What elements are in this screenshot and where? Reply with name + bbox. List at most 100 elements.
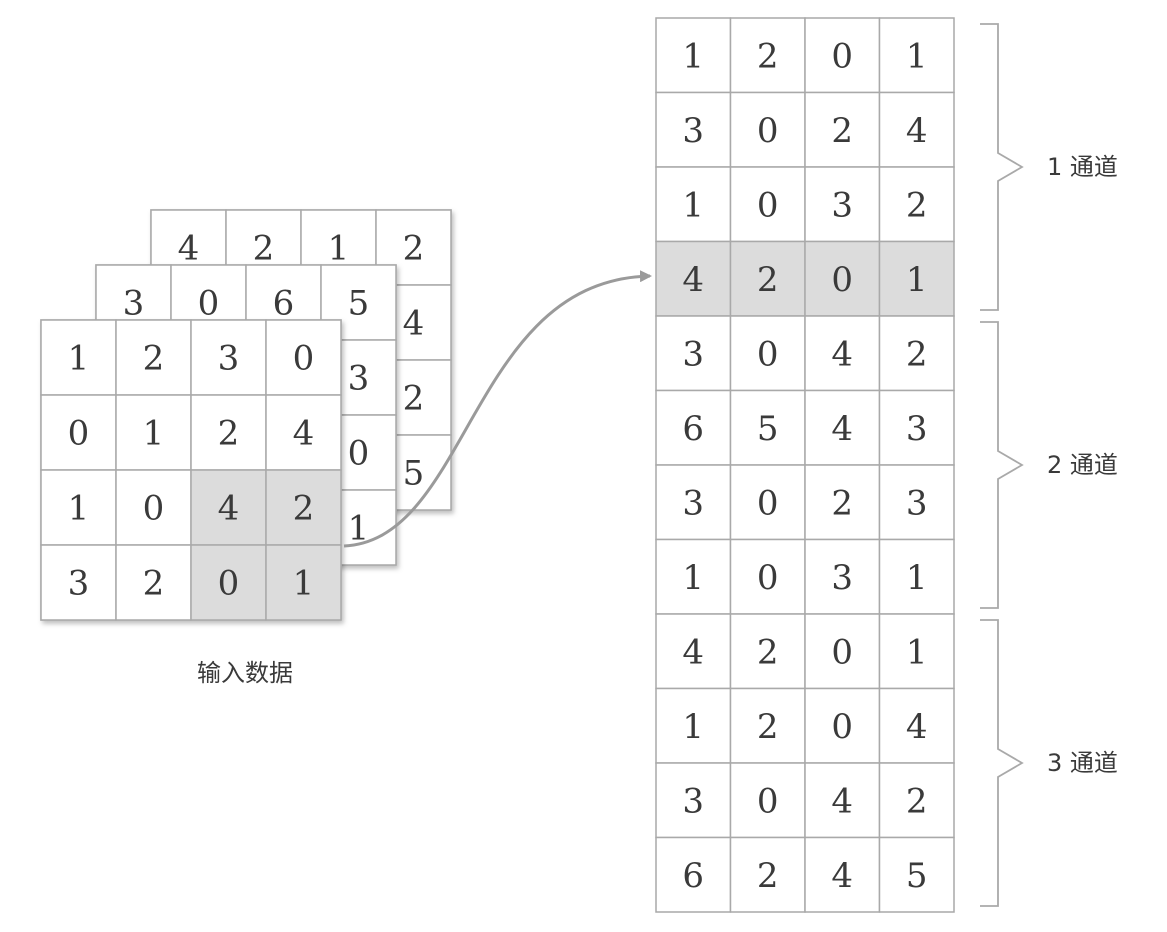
output-cell bbox=[878, 836, 955, 913]
channel-brace bbox=[980, 619, 1024, 907]
output-cell bbox=[655, 762, 732, 839]
input-front-value: 1 bbox=[143, 414, 165, 454]
input-back-value: 1 bbox=[328, 229, 350, 269]
channel-braces: 1 通道2 通道3 通道 bbox=[980, 23, 1118, 907]
output-cell bbox=[729, 687, 806, 764]
output-cell bbox=[729, 538, 806, 615]
output-cell bbox=[804, 389, 881, 466]
input-front-value: 2 bbox=[143, 339, 165, 379]
input-front-cell bbox=[265, 394, 342, 471]
input-front-value: 0 bbox=[68, 414, 90, 454]
input-front-cell bbox=[265, 319, 342, 396]
input-mid-value: 3 bbox=[348, 359, 370, 399]
input-front-value: 1 bbox=[68, 489, 90, 529]
output-cell bbox=[804, 240, 881, 317]
output-value: 1 bbox=[682, 707, 704, 747]
input-front-value: 4 bbox=[218, 489, 240, 529]
output-value: 4 bbox=[831, 409, 853, 449]
output-cell bbox=[804, 166, 881, 243]
output-value: 4 bbox=[831, 334, 853, 374]
input-front-value: 2 bbox=[143, 564, 165, 604]
output-cell bbox=[804, 687, 881, 764]
input-front-value: 0 bbox=[218, 564, 240, 604]
input-mid-value: 5 bbox=[348, 284, 370, 324]
output-cell bbox=[655, 836, 732, 913]
output-value: 2 bbox=[757, 707, 779, 747]
output-value: 4 bbox=[831, 856, 853, 896]
output-value: 3 bbox=[906, 483, 928, 523]
input-mid-value: 0 bbox=[198, 284, 220, 324]
output-value: 5 bbox=[757, 409, 779, 449]
output-value: 1 bbox=[682, 36, 704, 76]
channel-brace bbox=[980, 321, 1024, 609]
output-value: 2 bbox=[906, 334, 928, 374]
output-cell bbox=[878, 464, 955, 541]
input-front-cell bbox=[40, 319, 117, 396]
input-front-cell bbox=[40, 544, 117, 621]
output-value: 0 bbox=[757, 781, 779, 821]
output-value: 2 bbox=[757, 632, 779, 672]
output-cell bbox=[804, 836, 881, 913]
input-front-cell bbox=[265, 469, 342, 546]
output-value: 2 bbox=[906, 781, 928, 821]
output-value: 1 bbox=[682, 185, 704, 225]
input-front-cell bbox=[115, 394, 192, 471]
input-front-value: 1 bbox=[68, 339, 90, 379]
output-value: 2 bbox=[757, 260, 779, 300]
output-cell bbox=[729, 762, 806, 839]
output-cell bbox=[804, 315, 881, 392]
output-cell bbox=[729, 464, 806, 541]
input-mid-value: 1 bbox=[348, 509, 370, 549]
output-cell bbox=[655, 91, 732, 168]
input-front-value: 2 bbox=[293, 489, 315, 529]
output-value: 0 bbox=[831, 260, 853, 300]
output-value: 1 bbox=[906, 558, 928, 598]
output-value: 0 bbox=[831, 36, 853, 76]
output-value: 3 bbox=[682, 334, 704, 374]
input-front-cell bbox=[190, 544, 267, 621]
input-data-label: 输入数据 bbox=[197, 659, 293, 687]
input-front-cell bbox=[265, 544, 342, 621]
input-back-value: 2 bbox=[253, 229, 275, 269]
output-value: 2 bbox=[757, 856, 779, 896]
input-front-value: 3 bbox=[218, 339, 240, 379]
input-front-value: 4 bbox=[293, 414, 315, 454]
output-value: 0 bbox=[757, 185, 779, 225]
channel-label: 1 通道 bbox=[1047, 153, 1118, 181]
output-value: 4 bbox=[682, 260, 704, 300]
transform-arrow bbox=[343, 270, 652, 548]
output-value: 0 bbox=[757, 334, 779, 374]
input-front-cell bbox=[115, 319, 192, 396]
output-cell bbox=[878, 166, 955, 243]
output-value: 1 bbox=[906, 36, 928, 76]
input-mid-value: 0 bbox=[348, 434, 370, 474]
output-value: 1 bbox=[906, 632, 928, 672]
output-value: 3 bbox=[831, 185, 853, 225]
output-cell bbox=[878, 762, 955, 839]
output-value: 0 bbox=[831, 632, 853, 672]
output-cell bbox=[729, 91, 806, 168]
output-value: 2 bbox=[757, 36, 779, 76]
input-back-value: 4 bbox=[403, 304, 425, 344]
input-front-value: 0 bbox=[143, 489, 165, 529]
output-value: 3 bbox=[906, 409, 928, 449]
output-cell bbox=[804, 91, 881, 168]
output-cell bbox=[729, 240, 806, 317]
output-cell bbox=[729, 166, 806, 243]
input-front-cell bbox=[115, 544, 192, 621]
input-front-cell bbox=[190, 469, 267, 546]
output-value: 2 bbox=[831, 111, 853, 151]
input-front-cell bbox=[190, 319, 267, 396]
input-back-value: 5 bbox=[403, 454, 425, 494]
output-value: 0 bbox=[831, 707, 853, 747]
output-value: 1 bbox=[906, 260, 928, 300]
channel-label: 3 通道 bbox=[1047, 749, 1118, 777]
output-cell bbox=[655, 613, 732, 690]
output-value: 4 bbox=[682, 632, 704, 672]
output-cell bbox=[729, 389, 806, 466]
output-value: 4 bbox=[906, 111, 928, 151]
output-value: 2 bbox=[906, 185, 928, 225]
